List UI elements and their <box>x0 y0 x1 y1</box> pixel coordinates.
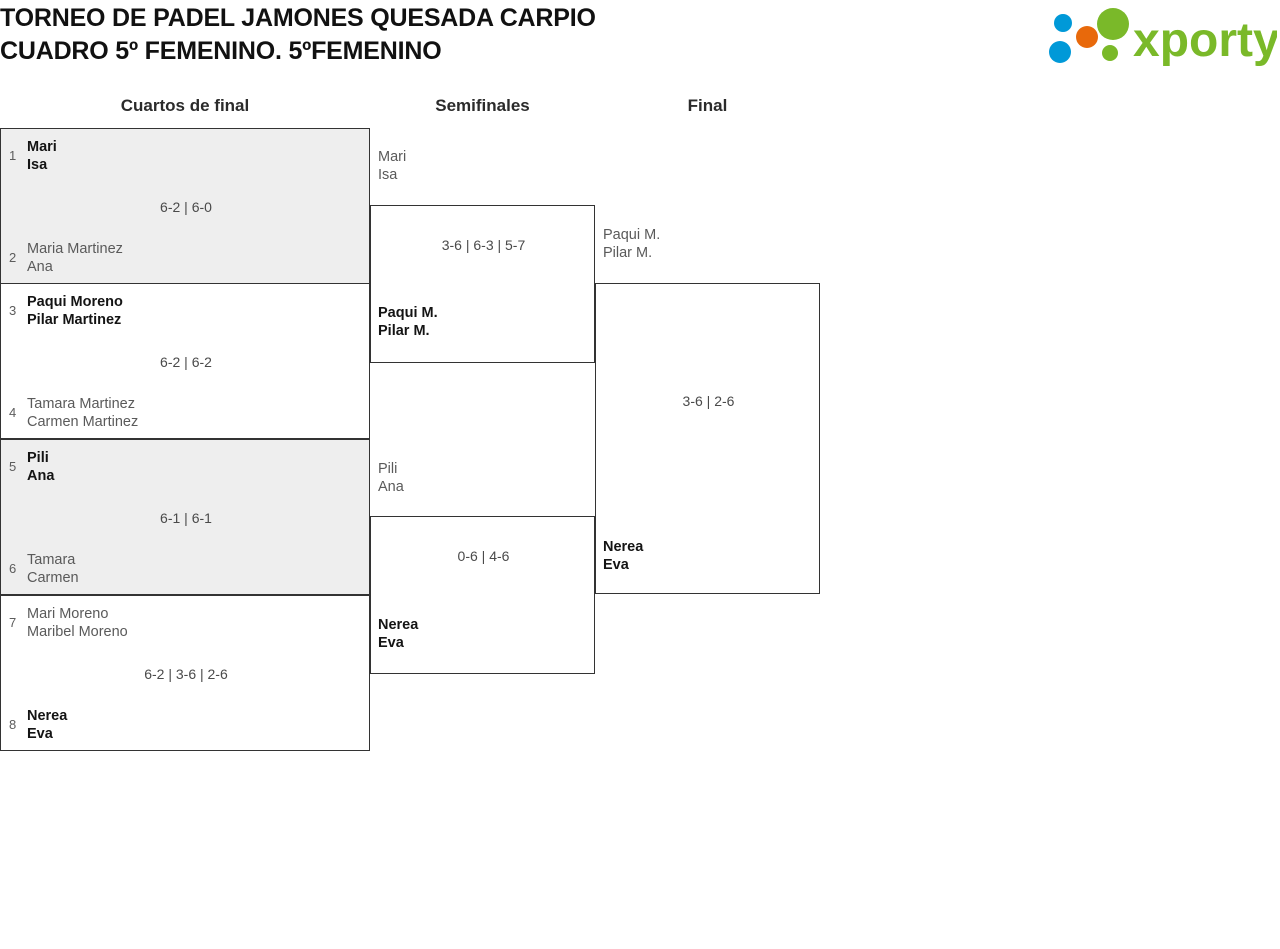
page-title: TORNEO DE PADEL JAMONES QUESADA CARPIO C… <box>0 2 900 68</box>
semifinal-1-team-top[interactable]: Mari Isa <box>378 148 406 184</box>
player-names: Nerea Eva <box>27 707 67 743</box>
seed-number: 6 <box>9 561 17 576</box>
match-score: 3-6 | 2-6 <box>682 393 735 409</box>
round-heading-quarterfinals: Cuartos de final <box>120 96 250 115</box>
player-name-1: Nerea <box>378 617 419 633</box>
player-name-1: Mari Moreno <box>27 606 109 622</box>
match-team-top[interactable]: 7 Mari Moreno Maribel Moreno <box>9 605 128 641</box>
player-name-2: Eva <box>603 557 629 573</box>
player-name-1: Pili <box>378 461 398 477</box>
match-quarterfinal-4[interactable]: 7 Mari Moreno Maribel Moreno 6-2 | 3-6 |… <box>0 595 370 751</box>
player-name-1: Paqui M. <box>378 305 438 321</box>
player-name-2: Pilar M. <box>603 245 653 261</box>
player-name-2: Ana <box>378 479 404 495</box>
player-name-1: Mari <box>27 139 57 155</box>
player-name-2: Carmen <box>27 570 79 586</box>
player-names: Tamara Carmen <box>27 551 79 587</box>
player-name-2: Carmen Martinez <box>27 414 139 430</box>
seed-number: 1 <box>9 148 17 163</box>
final-team-top[interactable]: Paqui M. Pilar M. <box>603 226 660 262</box>
player-name-1: Tamara Martinez <box>27 396 135 412</box>
player-name-1: Paqui Moreno <box>27 294 123 310</box>
match-team-top[interactable]: 3 Paqui Moreno Pilar Martinez <box>9 293 123 329</box>
match-score: 6-2 | 3-6 | 2-6 <box>144 666 228 682</box>
logo-dot-green-large <box>1097 8 1129 40</box>
round-heading-semifinals: Semifinales <box>435 96 530 115</box>
match-score: 6-1 | 6-1 <box>160 510 212 526</box>
page-title-line-1: TORNEO DE PADEL JAMONES QUESADA CARPIO <box>0 4 596 32</box>
player-name-2: Eva <box>378 635 404 651</box>
semifinal-2-team-top[interactable]: Pili Ana <box>378 460 404 496</box>
match-score: 6-2 | 6-2 <box>160 354 212 370</box>
logo-dot-blue-bottom <box>1049 41 1071 63</box>
match-final[interactable]: 3-6 | 2-6 <box>595 283 820 594</box>
semifinal-2-team-bottom[interactable]: Nerea Eva <box>378 616 418 652</box>
player-name-1: Tamara <box>27 552 76 568</box>
match-quarterfinal-1[interactable]: 1 Mari Isa 6-2 | 6-0 2 Maria Martinez An… <box>0 128 370 284</box>
seed-number: 3 <box>9 303 17 318</box>
player-name-2: Ana <box>27 468 55 484</box>
match-quarterfinal-3[interactable]: 5 Pili Ana 6-1 | 6-1 6 Tamara Carmen <box>0 439 370 595</box>
match-score: 3-6 | 6-3 | 5-7 <box>441 237 526 253</box>
match-team-bottom[interactable]: 6 Tamara Carmen <box>9 551 79 587</box>
player-name-2: Eva <box>27 726 53 742</box>
semifinal-1-team-bottom[interactable]: Paqui M. Pilar M. <box>378 304 438 340</box>
final-team-bottom[interactable]: Nerea Eva <box>603 538 643 574</box>
player-names: Maria Martinez Ana <box>27 240 123 276</box>
seed-number: 8 <box>9 717 17 732</box>
match-team-bottom[interactable]: 8 Nerea Eva <box>9 707 67 743</box>
player-name-1: Mari <box>378 149 407 165</box>
seed-number: 5 <box>9 459 17 474</box>
match-team-top[interactable]: 5 Pili Ana <box>9 449 54 485</box>
player-name-2: Ana <box>27 259 53 275</box>
page-title-line-2: CUADRO 5º FEMENINO. 5ºFEMENINO <box>0 37 442 65</box>
page-header: TORNEO DE PADEL JAMONES QUESADA CARPIO C… <box>0 0 1280 88</box>
player-name-1: Pili <box>27 450 49 466</box>
match-semifinal-1[interactable]: 3-6 | 6-3 | 5-7 <box>370 205 595 363</box>
logo-dot-orange <box>1076 26 1098 48</box>
player-names: Pili Ana <box>27 449 54 485</box>
player-name-2: Maribel Moreno <box>27 624 128 640</box>
player-name-1: Nerea <box>603 539 644 555</box>
player-name-2: Isa <box>378 167 398 183</box>
match-team-top[interactable]: 1 Mari Isa <box>9 138 57 174</box>
player-name-2: Pilar M. <box>378 323 430 339</box>
match-team-bottom[interactable]: 4 Tamara Martinez Carmen Martinez <box>9 395 138 431</box>
player-names: Mari Moreno Maribel Moreno <box>27 605 128 641</box>
match-semifinal-2[interactable]: 0-6 | 4-6 <box>370 516 595 674</box>
match-team-bottom[interactable]: 2 Maria Martinez Ana <box>9 240 123 276</box>
seed-number: 2 <box>9 250 17 265</box>
player-name-2: Isa <box>27 157 48 173</box>
player-names: Tamara Martinez Carmen Martinez <box>27 395 138 431</box>
round-heading-final: Final <box>687 96 728 115</box>
player-name-1: Nerea <box>27 708 68 724</box>
match-quarterfinal-2[interactable]: 3 Paqui Moreno Pilar Martinez 6-2 | 6-2 … <box>0 283 370 439</box>
player-name-2: Pilar Martinez <box>27 312 122 328</box>
player-names: Paqui Moreno Pilar Martinez <box>27 293 123 329</box>
seed-number: 4 <box>9 405 17 420</box>
match-score: 6-2 | 6-0 <box>160 199 212 215</box>
logo-wordmark: xporty <box>1133 14 1277 67</box>
match-score: 0-6 | 4-6 <box>457 548 510 564</box>
player-name-1: Paqui M. <box>603 227 661 243</box>
logo-dot-blue-top <box>1054 14 1072 32</box>
seed-number: 7 <box>9 615 17 630</box>
logo-dot-green-small <box>1102 45 1118 61</box>
xporty-logo[interactable]: xporty <box>1045 6 1277 68</box>
player-names: Mari Isa <box>27 138 57 174</box>
player-name-1: Maria Martinez <box>27 241 123 257</box>
